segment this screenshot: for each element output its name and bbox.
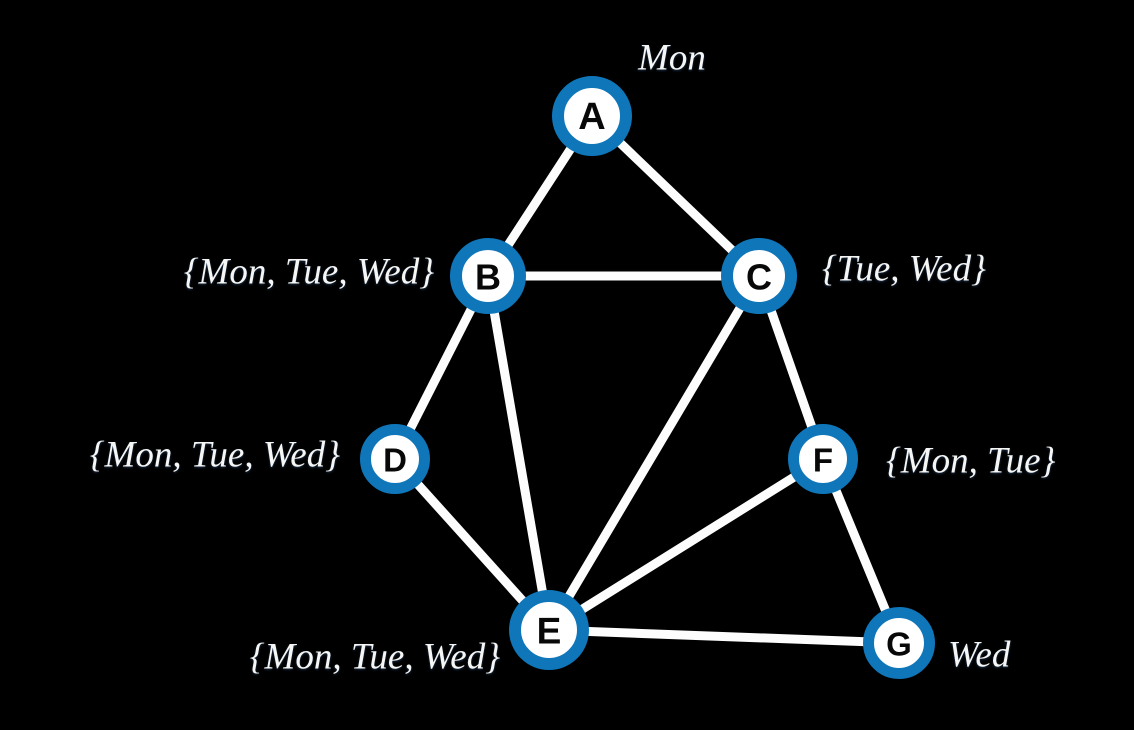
node-circle-b[interactable] [450,238,526,314]
node-circle-a[interactable] [552,76,632,156]
node-circle-e[interactable] [509,590,589,670]
domain-label-b: {Mon, Tue, Wed} [183,251,434,293]
node-c[interactable]: C [721,238,797,314]
edge-b-e [483,271,554,635]
edge-e-f [544,454,828,635]
node-f[interactable]: F [788,424,858,494]
node-letter-a: A [578,96,605,138]
node-circle-d[interactable] [360,424,430,494]
node-letter-b: B [475,257,501,298]
edges-layer [390,111,904,648]
node-letter-g: G [886,626,912,663]
node-circle-g[interactable] [863,607,935,679]
domain-label-a: Mon [638,37,706,79]
edge-e-g [544,625,904,648]
node-e[interactable]: E [509,590,589,670]
domain-label-g: Wed [948,634,1011,676]
nodes-layer: A B C D E F G [360,76,935,679]
node-b[interactable]: B [450,238,526,314]
domain-label-e: {Mon, Tue, Wed} [249,636,500,678]
edge-c-e [544,271,764,635]
domain-label-f: {Mon, Tue} [886,440,1056,482]
node-letter-c: C [746,257,772,298]
node-letter-d: D [383,442,407,479]
node-circle-c[interactable] [721,238,797,314]
node-g[interactable]: G [863,607,935,679]
node-a[interactable]: A [552,76,632,156]
node-letter-f: F [813,442,833,479]
node-circle-f[interactable] [788,424,858,494]
domain-label-c: {Tue, Wed} [822,248,986,290]
node-d[interactable]: D [360,424,430,494]
node-letter-e: E [537,611,562,652]
domain-label-d: {Mon, Tue, Wed} [89,434,340,476]
